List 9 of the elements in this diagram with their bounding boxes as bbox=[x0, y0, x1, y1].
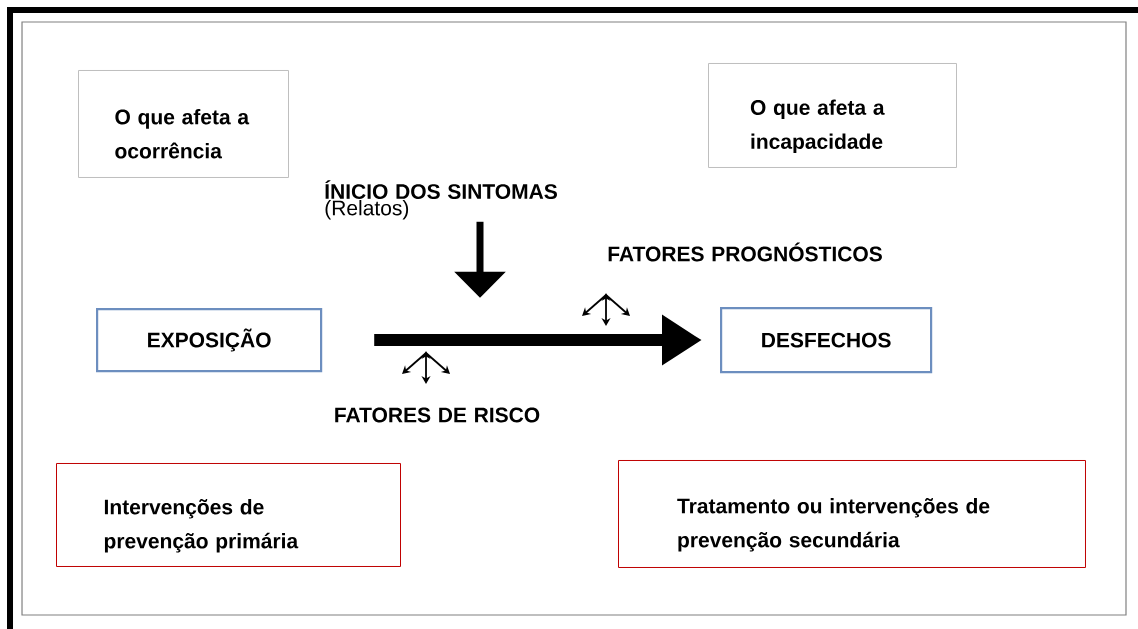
factor-label: FATORES DE RISCO bbox=[335, 407, 540, 423]
heading-text: ÍNICIO DOS SINTOMAS (Relatos) bbox=[325, 180, 557, 220]
info-box: O que afeta a incapacidade bbox=[708, 63, 957, 168]
process-box: DESFECHOS bbox=[720, 307, 933, 374]
intervention-box: Tratamento ou intervenções de prevenção secundária bbox=[618, 460, 1086, 568]
process-box: EXPOSIÇÃO bbox=[96, 308, 323, 373]
factor-label: FATORES PROGNÓSTICOS bbox=[608, 242, 882, 262]
info-box: O que afeta a ocorrência bbox=[78, 70, 289, 178]
intervention-box: Intervenções de prevenção primária bbox=[56, 463, 401, 567]
